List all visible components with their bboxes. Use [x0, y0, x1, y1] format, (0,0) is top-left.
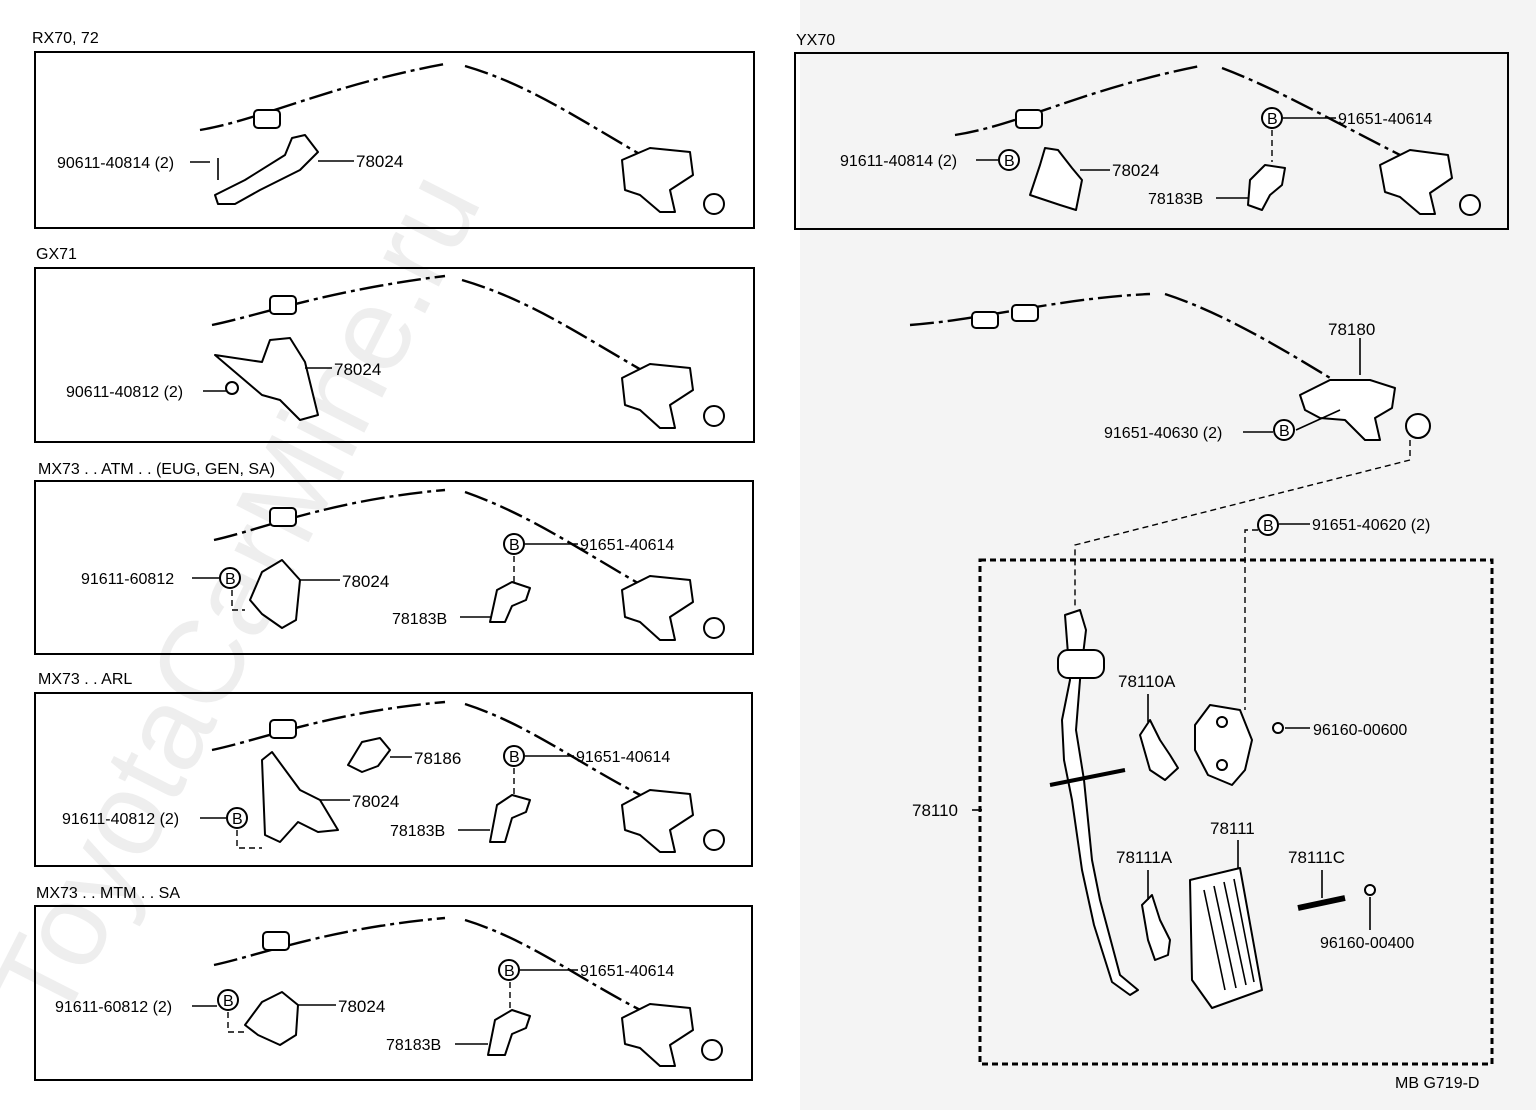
main-assembly: 78180 B 91651-40630 (2) B 91651-40620 (2… — [909, 292, 1494, 1066]
callout-label: 91651-40614 — [580, 537, 674, 554]
callout-label: 78024 — [356, 152, 403, 171]
callout-label: 78024 — [352, 792, 399, 811]
callout-label: 78111C — [1288, 848, 1345, 867]
bolt-marker: B — [1004, 153, 1015, 170]
bolt-marker: B — [225, 571, 236, 588]
callout-label: 78183B — [390, 823, 445, 840]
callout-label: 96160-00400 — [1320, 935, 1414, 952]
bolt-marker: B — [232, 811, 243, 828]
callout-label: 91651-40620 (2) — [1312, 517, 1430, 534]
callout-label: 78111A — [1116, 848, 1173, 867]
panel-title: RX70, 72 — [32, 30, 99, 47]
panel-title: MX73 . . ATM . . (EUG, GEN, SA) — [38, 461, 275, 478]
bolt-marker: B — [509, 749, 520, 766]
callout-label: 78024 — [338, 997, 385, 1016]
figure-code: MB G719-D — [1395, 1075, 1479, 1092]
callout-label: 78111 — [1210, 819, 1255, 838]
panel-title: MX73 . . MTM . . SA — [36, 885, 180, 902]
panel-gx71: GX71 78024 90611-40812 (2) — [34, 246, 755, 443]
panel-mx73-atm: MX73 . . ATM . . (EUG, GEN, SA) B B 9165… — [34, 461, 754, 655]
bolt-marker: B — [223, 993, 234, 1010]
bolt-marker: B — [1267, 111, 1278, 128]
panel-mx73-mtm: MX73 . . MTM . . SA B B 91651-40614 9161… — [34, 885, 753, 1081]
callout-label: 96160-00600 — [1313, 722, 1407, 739]
callout-label: 91651-40630 (2) — [1104, 425, 1222, 442]
callout-label: 78186 — [414, 749, 461, 768]
callout-label: 91651-40614 — [1338, 111, 1432, 128]
callout-label: 90611-40812 (2) — [66, 384, 183, 401]
panel-mx73-arl: MX73 . . ARL B B 78186 91651-40614 78024… — [34, 671, 753, 867]
callout-label: 91611-40814 (2) — [840, 153, 957, 170]
panel-rx70: RX70, 72 78024 90611-40814 (2) — [32, 30, 755, 229]
panel-title: YX70 — [796, 32, 835, 49]
callout-label: 78110 — [912, 801, 958, 820]
bolt-marker: B — [1263, 518, 1274, 535]
callout-label: 78024 — [342, 572, 389, 591]
callout-label: 78180 — [1328, 320, 1375, 339]
callout-label: 91651-40614 — [576, 749, 670, 766]
callout-label: 78183B — [386, 1037, 441, 1054]
panel-title: GX71 — [36, 246, 77, 263]
callout-label: 91611-60812 — [81, 571, 174, 588]
panel-yx70: YX70 B B 91651-40614 91611-40814 (2) 780… — [794, 32, 1509, 230]
callout-label: 91651-40614 — [580, 963, 674, 980]
callout-label: 78183B — [392, 611, 447, 628]
callout-label: 78183B — [1148, 191, 1203, 208]
panel-title: MX73 . . ARL — [38, 671, 132, 688]
bolt-marker: B — [1279, 423, 1290, 440]
callout-label: 78024 — [334, 360, 381, 379]
callout-label: 90611-40814 (2) — [57, 155, 174, 172]
callout-label: 91611-40812 (2) — [62, 811, 179, 828]
bolt-marker: B — [504, 963, 515, 980]
callout-label: 91611-60812 (2) — [55, 999, 172, 1016]
callout-label: 78024 — [1112, 161, 1159, 180]
bolt-marker: B — [509, 537, 520, 554]
callout-label: 78110A — [1118, 672, 1176, 691]
